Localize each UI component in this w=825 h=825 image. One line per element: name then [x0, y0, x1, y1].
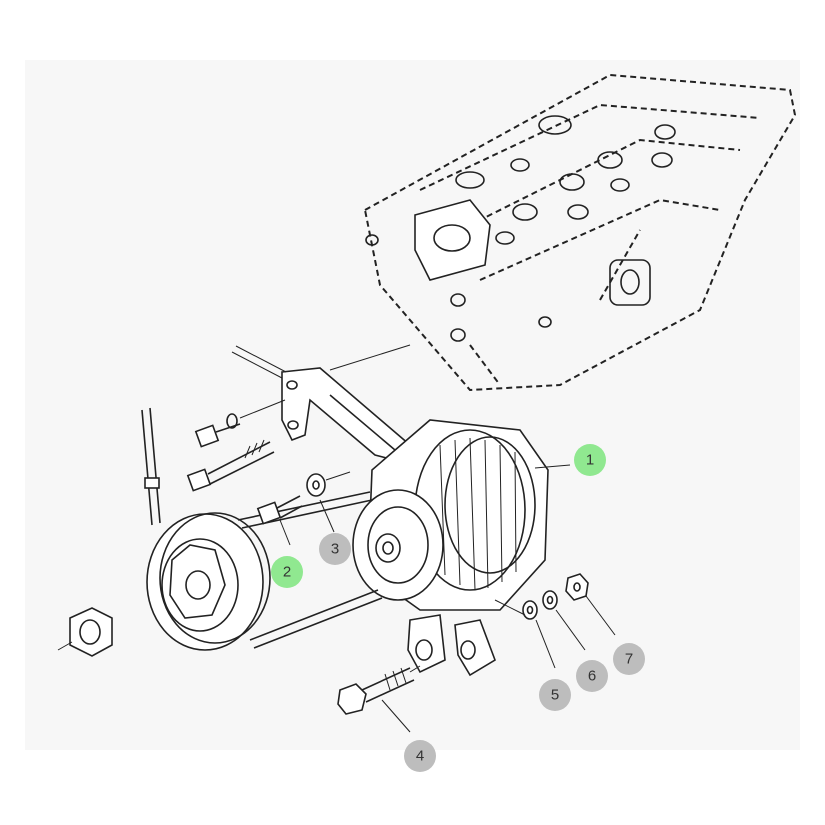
plain-washer — [306, 471, 351, 533]
callout-badges: 1 2 3 4 5 6 7 — [271, 444, 645, 772]
callout-circle — [539, 679, 571, 711]
pivot-axis-line — [494, 599, 526, 616]
callout-label: 3 — [331, 541, 339, 558]
callout-5[interactable]: 5 — [539, 679, 571, 711]
alternator — [352, 419, 571, 677]
callout-1[interactable]: 1 — [574, 444, 606, 476]
hex-nut-7 — [565, 573, 616, 636]
callout-label: 2 — [283, 564, 291, 581]
callout-4[interactable]: 4 — [404, 740, 436, 772]
callout-7[interactable]: 7 — [613, 643, 645, 675]
callout-circle — [404, 740, 436, 772]
cylinder-head — [363, 73, 797, 392]
callout-label: 7 — [625, 651, 633, 668]
callout-circle — [576, 660, 608, 692]
callout-2[interactable]: 2 — [271, 556, 303, 588]
callout-label: 6 — [588, 668, 596, 685]
callout-6[interactable]: 6 — [576, 660, 608, 692]
callout-label: 4 — [416, 748, 424, 765]
callout-circle — [574, 444, 606, 476]
pivot-bolt — [337, 665, 421, 733]
crankshaft-pulley — [146, 512, 271, 651]
washer-5 — [522, 600, 556, 669]
callout-label: 1 — [586, 452, 594, 469]
adjusting-bolt — [256, 495, 303, 546]
crankshaft-nut — [57, 607, 113, 657]
callout-circle — [271, 556, 303, 588]
callout-circle — [319, 533, 351, 565]
belt-pointer-line — [141, 407, 161, 526]
bracket-bolt-long — [186, 439, 275, 492]
lock-washer-6 — [542, 590, 586, 651]
alternator-bracket — [231, 344, 411, 463]
callout-circle — [613, 643, 645, 675]
bracket-bolt-short — [194, 399, 286, 448]
callout-label: 5 — [551, 687, 559, 704]
callout-3[interactable]: 3 — [319, 533, 351, 565]
